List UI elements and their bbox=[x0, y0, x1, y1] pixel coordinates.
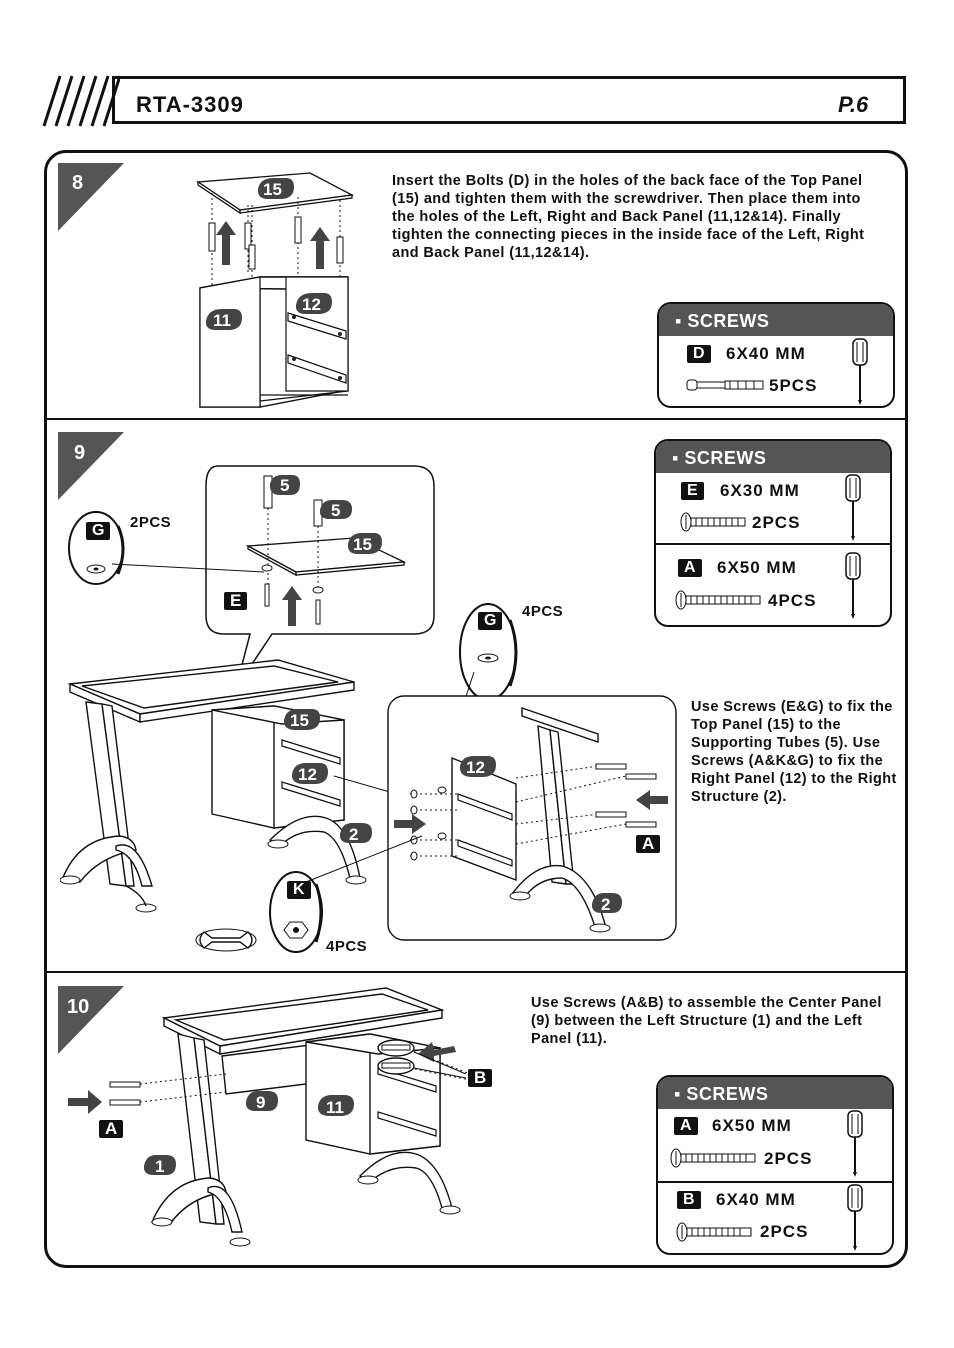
step-9-marker bbox=[58, 432, 124, 500]
g-qty-small: 2PCS bbox=[130, 514, 172, 531]
screwdriver-icon bbox=[845, 474, 861, 541]
screw-b-qty: 2PCS bbox=[760, 1222, 809, 1241]
step-10-desk-diagram: 9 11 1 bbox=[68, 987, 481, 1247]
right-12-label-detail: 12 bbox=[466, 758, 485, 777]
g-leader-line-small bbox=[111, 563, 265, 573]
screws-bullet: ▪ bbox=[675, 311, 688, 331]
g-tag-large: G bbox=[478, 612, 503, 630]
step-8-marker bbox=[58, 163, 124, 231]
screw-d-tag: D bbox=[687, 345, 711, 363]
screwdriver-icon bbox=[852, 338, 868, 405]
screw-a-spec-step9: 6X50 MM bbox=[717, 558, 797, 577]
step-9-number: 9 bbox=[74, 442, 86, 464]
screw-e-icon bbox=[680, 512, 746, 532]
g-qty-large: 4PCS bbox=[522, 603, 564, 620]
right-12-label-desk: 12 bbox=[298, 765, 317, 784]
header-stripes-logo bbox=[42, 75, 120, 127]
screw-a-qty-step9: 4PCS bbox=[768, 591, 817, 610]
k-tag: K bbox=[287, 881, 311, 899]
screw-a-tag-step10: A bbox=[674, 1117, 698, 1135]
wrench-icon bbox=[195, 928, 257, 952]
e-tag: E bbox=[224, 592, 248, 610]
tube-5-label-b: 5 bbox=[331, 501, 340, 520]
step-9-detail-panel: 12 2 bbox=[333, 695, 677, 941]
k-leader-line bbox=[305, 835, 423, 883]
step-9-callout-top-panel: 5 5 15 bbox=[205, 465, 435, 689]
screw-b-icon bbox=[676, 1222, 752, 1242]
screws-bullet: ▪ bbox=[674, 1084, 687, 1104]
screwdriver-icon bbox=[845, 552, 861, 619]
header-bar bbox=[112, 76, 906, 124]
model-number: RTA-3309 bbox=[136, 92, 244, 117]
step-9-instruction: Use Screws (E&G) to fix the Top Panel (1… bbox=[691, 699, 897, 805]
a-tag-step9: A bbox=[636, 835, 661, 853]
screw-e-qty: 2PCS bbox=[752, 513, 801, 532]
step-8-screws-title: SCREWS bbox=[687, 311, 770, 331]
g-tag-small: G bbox=[86, 522, 111, 540]
screws-bullet: ▪ bbox=[672, 448, 685, 468]
step-10-instruction: Use Screws (A&B) to assemble the Center … bbox=[531, 995, 882, 1047]
screw-a-icon-step9 bbox=[675, 590, 761, 610]
part-11-label: 11 bbox=[213, 311, 231, 330]
structure-2-label-detail: 2 bbox=[601, 895, 610, 914]
screwdriver-icon bbox=[847, 1110, 863, 1177]
top-15-label-callout: 15 bbox=[353, 535, 372, 554]
screw-e-spec: 6X30 MM bbox=[720, 481, 800, 500]
page-number: P.6 bbox=[838, 92, 869, 117]
screw-d-spec: 6X40 MM bbox=[726, 344, 806, 363]
step-divider-9-10 bbox=[46, 971, 906, 973]
screw-b-spec: 6X40 MM bbox=[716, 1190, 796, 1209]
left-structure-1-label: 1 bbox=[155, 1157, 164, 1176]
step-8-instruction: Insert the Bolts (D) in the holes of the… bbox=[392, 173, 865, 261]
screw-d-qty: 5PCS bbox=[769, 376, 818, 395]
step-9-desk-diagram: 15 12 2 bbox=[60, 659, 372, 913]
top-15-label-desk: 15 bbox=[290, 711, 309, 730]
step-9-screws-title: SCREWS bbox=[684, 448, 767, 468]
tube-5-label-a: 5 bbox=[280, 476, 289, 495]
screwdriver-icon bbox=[847, 1184, 863, 1251]
screw-a-spec-step10: 6X50 MM bbox=[712, 1116, 792, 1135]
bolt-d-icon bbox=[686, 379, 764, 391]
center-9-label: 9 bbox=[256, 1093, 265, 1112]
b-tag-step10: B bbox=[468, 1069, 493, 1087]
screw-a-icon-step10 bbox=[670, 1148, 756, 1168]
step-8-diagram: 15 12 11 bbox=[196, 172, 355, 408]
left-panel-11-label: 11 bbox=[326, 1098, 344, 1117]
part-12-label: 12 bbox=[302, 295, 321, 314]
k-qty: 4PCS bbox=[326, 938, 368, 955]
step-divider-8-9 bbox=[46, 418, 906, 420]
step-10-marker bbox=[58, 986, 124, 1054]
structure-2-label-desk: 2 bbox=[349, 825, 358, 844]
step-10-number: 10 bbox=[67, 996, 90, 1018]
instructions-frame bbox=[44, 150, 908, 1268]
screw-a-tag-step9: A bbox=[678, 559, 702, 577]
screw-e-tag: E bbox=[681, 482, 704, 500]
step-8-number: 8 bbox=[72, 172, 84, 194]
part-15-label: 15 bbox=[263, 180, 282, 199]
a-tag-step10: A bbox=[99, 1120, 124, 1138]
step-10-screws-title: SCREWS bbox=[686, 1084, 769, 1104]
screw-a-qty-step10: 2PCS bbox=[764, 1149, 813, 1168]
screw-b-tag: B bbox=[677, 1191, 701, 1209]
